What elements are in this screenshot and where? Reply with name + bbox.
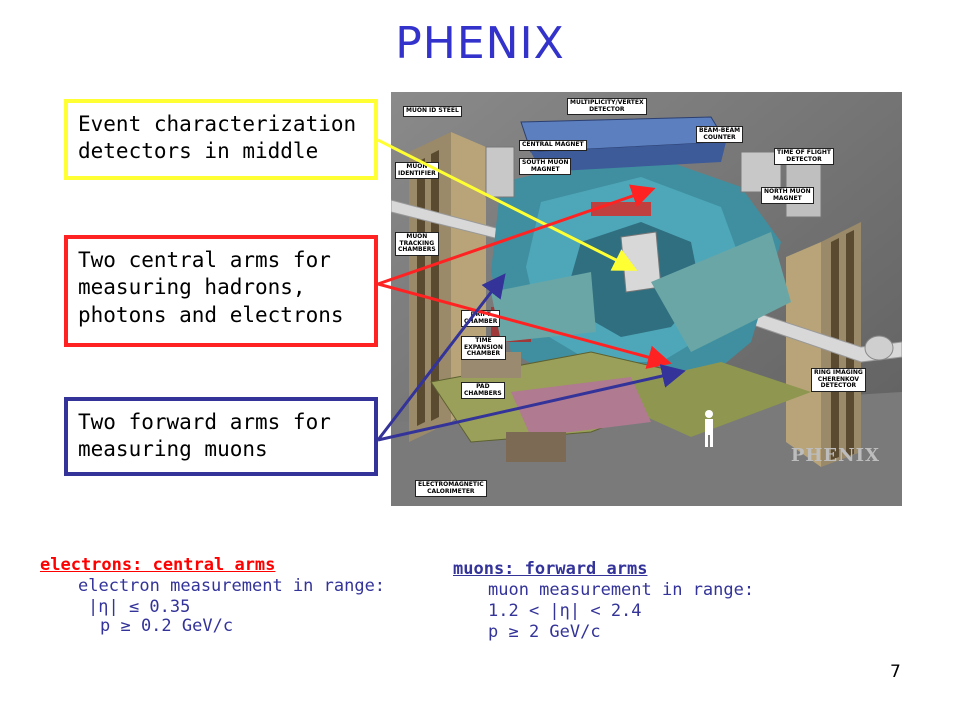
muons-range-text: muon measurement in range: xyxy=(488,580,755,601)
page-number: 7 xyxy=(890,662,901,682)
callout-central-arms-text: Two central arms for measuring hadrons, … xyxy=(78,248,344,327)
label-muon-id-steel: MUON ID STEEL xyxy=(403,106,462,117)
callout-forward-arms: Two forward arms for measuring muons xyxy=(64,397,378,476)
muons-section: muons: forward arms muon measurement in … xyxy=(453,559,754,643)
label-pad-chambers: PAD CHAMBERS xyxy=(461,382,505,400)
electrons-header: electrons: central arms xyxy=(40,555,276,575)
phenix-logo: PHENIX xyxy=(790,445,880,466)
muons-momentum: p ≥ 2 GeV/c xyxy=(488,622,601,643)
label-time-of-flight: TIME OF FLIGHT DETECTOR xyxy=(774,148,834,166)
label-multiplicity-vertex: MULTIPLICITY/VERTEX DETECTOR xyxy=(567,98,647,116)
electrons-eta-range: |η| ≤ 0.35 xyxy=(88,597,191,618)
callout-event-characterization-text: Event characterization detectors in midd… xyxy=(78,112,357,164)
label-south-muon-magnet: SOUTH MUON MAGNET xyxy=(519,158,572,176)
label-drift-chamber: DRIFT CHAMBER xyxy=(461,310,501,328)
electrons-range-text: electron measurement in range: xyxy=(78,576,386,597)
label-time-expansion-chamber: TIME EXPANSION CHAMBER xyxy=(461,336,506,360)
slide-title: PHENIX xyxy=(395,18,565,69)
callout-forward-arms-text: Two forward arms for measuring muons xyxy=(78,410,331,462)
label-central-magnet: CENTRAL MAGNET xyxy=(519,140,587,151)
label-rich: RING IMAGING CHERENKOV DETECTOR xyxy=(811,368,866,392)
label-north-muon-magnet: NORTH MUON MAGNET xyxy=(761,187,814,205)
muons-header: muons: forward arms xyxy=(453,559,648,579)
electrons-section: electrons: central arms electron measure… xyxy=(40,555,385,637)
muons-eta-range: 1.2 < |η| < 2.4 xyxy=(488,601,642,622)
label-muon-tracking: MUON TRACKING CHAMBERS xyxy=(395,232,439,256)
label-beam-beam-counter: BEAM-BEAM COUNTER xyxy=(696,126,744,144)
callout-central-arms: Two central arms for measuring hadrons, … xyxy=(64,235,378,347)
electrons-momentum: p ≥ 0.2 GeV/c xyxy=(100,616,234,637)
phenix-detector-figure: MUON ID STEEL MULTIPLICITY/VERTEX DETECT… xyxy=(391,92,902,506)
human-scale-figure xyxy=(705,410,713,447)
callout-event-characterization: Event characterization detectors in midd… xyxy=(64,99,378,180)
label-muon-identifier: MUON IDENTIFIER xyxy=(395,162,439,180)
label-electromagnetic-calorimeter: ELECTROMAGNETIC CALORIMETER xyxy=(415,480,487,498)
